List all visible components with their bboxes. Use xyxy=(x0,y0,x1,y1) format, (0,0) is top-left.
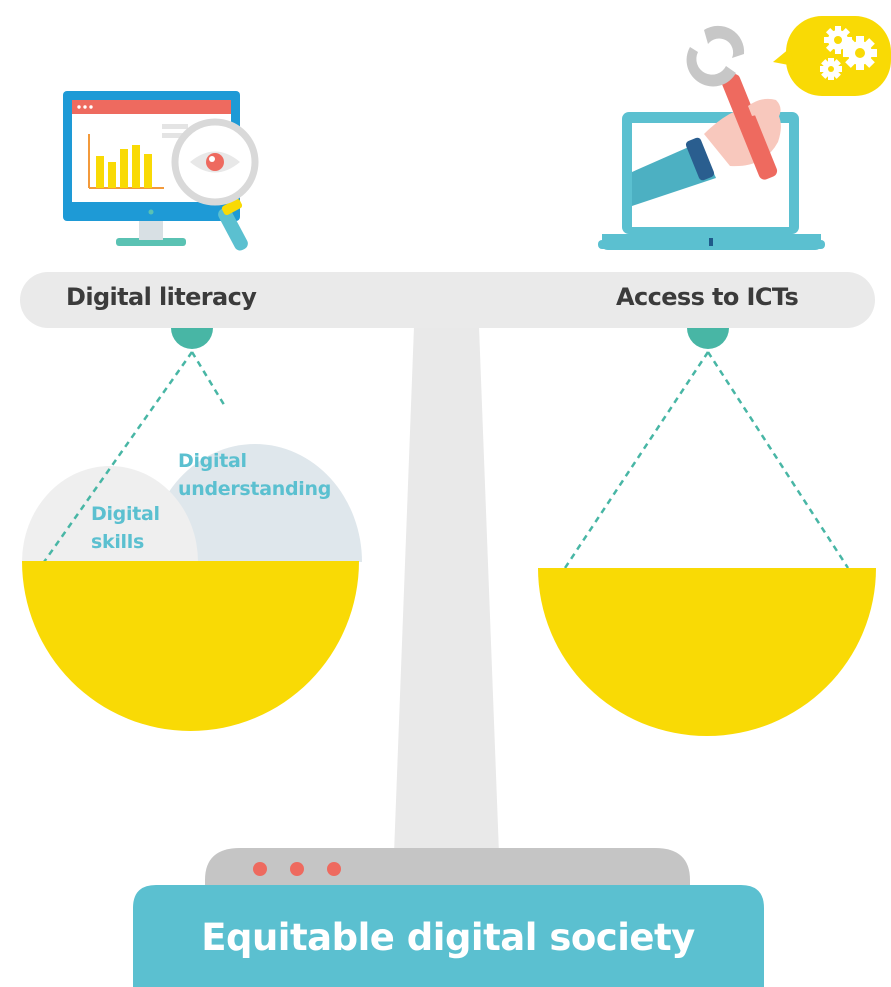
left-pan xyxy=(21,561,359,732)
bubble-understanding xyxy=(148,444,362,562)
left-pivot xyxy=(171,328,213,349)
base-dot-2 xyxy=(290,862,304,876)
right-pan xyxy=(538,568,876,736)
bubble-skills xyxy=(22,466,198,562)
laptop-with-wrench-icon xyxy=(598,25,825,250)
base-dot-1 xyxy=(253,862,267,876)
scale-pillar xyxy=(393,300,500,880)
scale-beam xyxy=(20,272,875,328)
equitable-digital-society-title: Equitable digital society xyxy=(201,916,695,959)
left-bubbles xyxy=(22,444,362,562)
base-block xyxy=(133,885,764,987)
access-to-icts-label: Access to ICTs xyxy=(616,283,799,311)
monitor-with-magnifier-icon xyxy=(63,91,259,251)
right-pivot xyxy=(687,328,729,349)
gears-speech-bubble-icon xyxy=(773,16,891,96)
digital-understanding-label: Digital understanding xyxy=(178,450,331,500)
digital-skills-label: Digital skills xyxy=(91,503,160,553)
base-top xyxy=(205,848,690,890)
base-dot-3 xyxy=(327,862,341,876)
digital-literacy-label: Digital literacy xyxy=(66,283,257,311)
